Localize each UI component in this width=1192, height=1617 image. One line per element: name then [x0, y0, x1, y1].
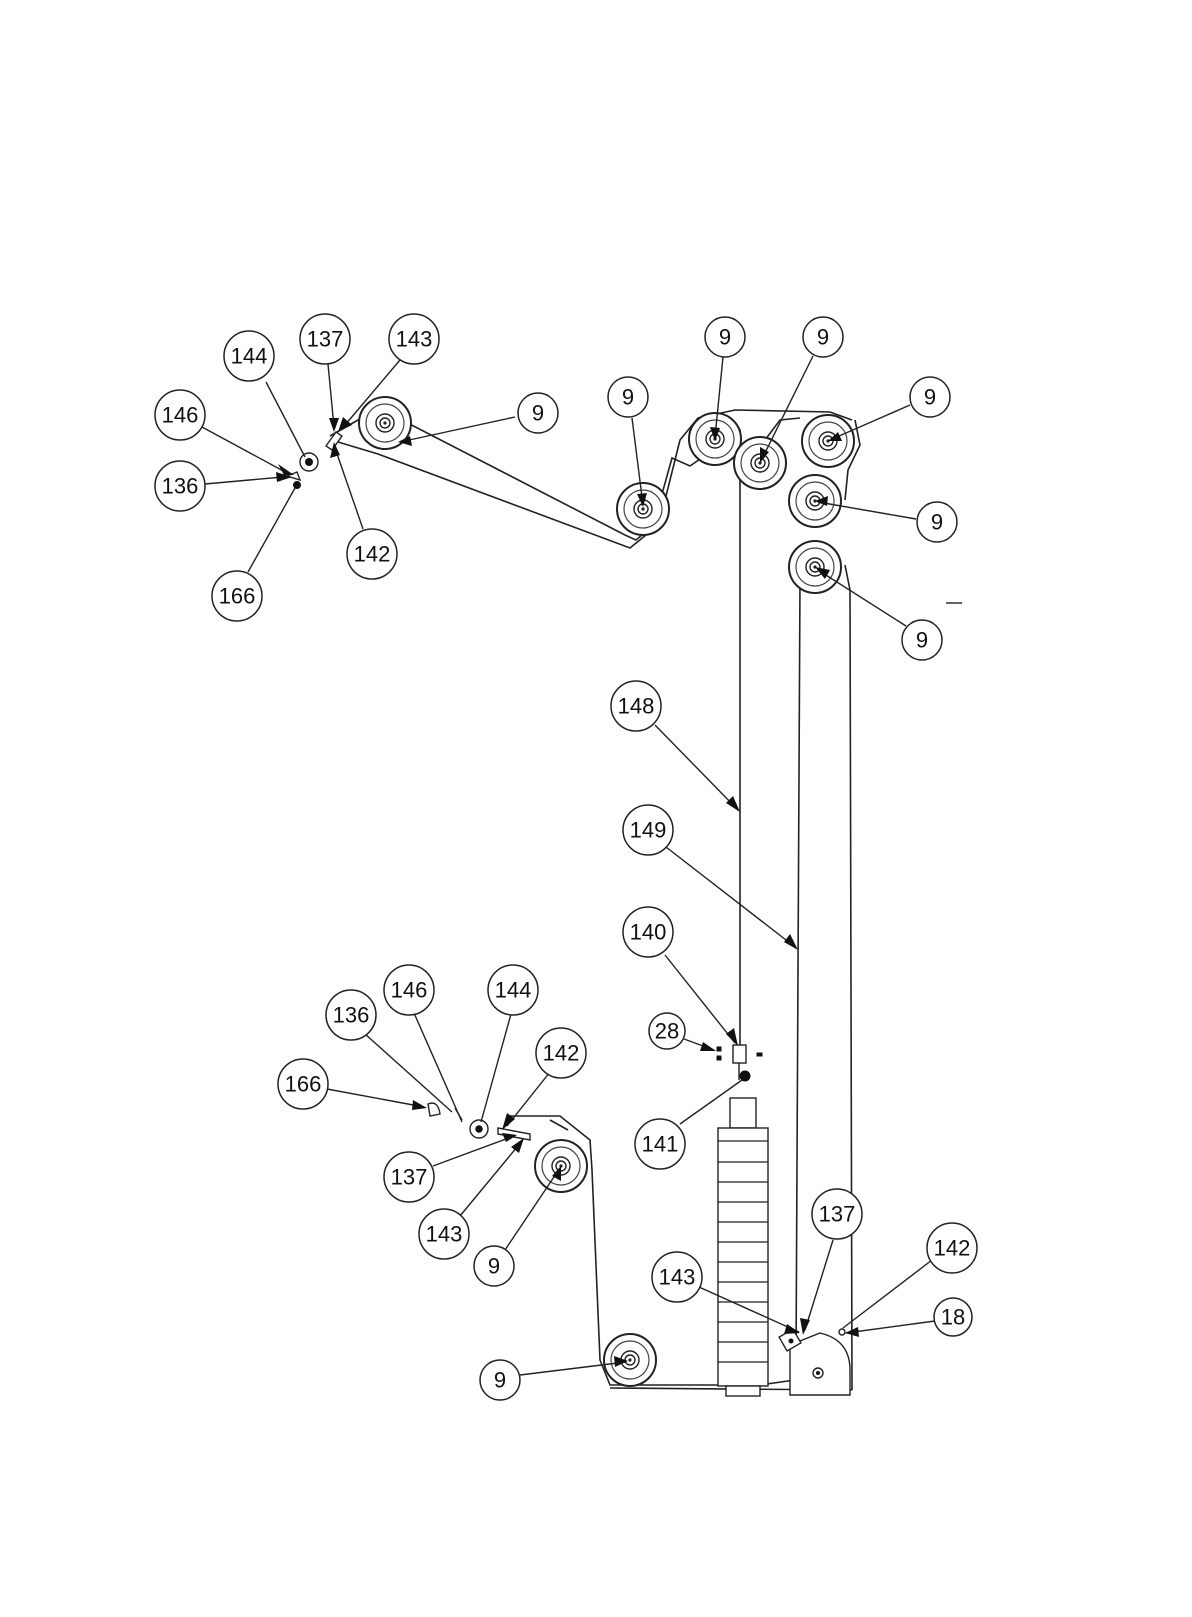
svg-text:136: 136 [333, 1003, 370, 1028]
callout-148: 148 [611, 681, 740, 812]
svg-text:141: 141 [642, 1132, 679, 1157]
svg-text:136: 136 [162, 474, 199, 499]
callout-137-top: 137 [300, 314, 350, 432]
weight-stack [718, 1098, 768, 1396]
svg-text:142: 142 [934, 1236, 971, 1261]
svg-text:143: 143 [426, 1222, 463, 1247]
callout-166-top: 166 [212, 488, 295, 621]
callout-136-bottom: 136 [326, 990, 452, 1112]
callout-142-bottom: 142 [502, 1028, 586, 1130]
callout-9-a: 9 [398, 393, 558, 446]
callout-9-g: 9 [815, 567, 942, 660]
svg-text:18: 18 [941, 1305, 965, 1330]
svg-text:9: 9 [494, 1368, 506, 1393]
svg-text:149: 149 [630, 818, 667, 843]
svg-text:9: 9 [622, 385, 634, 410]
svg-text:143: 143 [659, 1265, 696, 1290]
callout-144-top: 144 [224, 331, 305, 457]
svg-text:140: 140 [630, 920, 667, 945]
svg-text:166: 166 [219, 584, 256, 609]
svg-text:166: 166 [285, 1072, 322, 1097]
svg-text:9: 9 [488, 1254, 500, 1279]
bottom-right-housing [779, 1329, 850, 1395]
pulley-bottom-left-lower [604, 1334, 656, 1386]
svg-text:9: 9 [817, 325, 829, 350]
cable-148 [330, 410, 852, 1060]
svg-text:143: 143 [396, 327, 433, 352]
svg-text:9: 9 [916, 628, 928, 653]
svg-text:142: 142 [543, 1041, 580, 1066]
svg-text:144: 144 [495, 978, 532, 1003]
svg-text:9: 9 [532, 401, 544, 426]
callout-146-bottom: 146 [384, 965, 462, 1122]
svg-text:144: 144 [231, 344, 268, 369]
svg-text:148: 148 [618, 694, 655, 719]
top-handle-parts [287, 432, 342, 489]
callout-28: 28 [649, 1013, 716, 1051]
svg-text:142: 142 [354, 542, 391, 567]
callout-18: 18 [845, 1298, 972, 1337]
callout-142-top: 142 [330, 442, 397, 579]
callout-166-bottom: 166 [278, 1059, 427, 1110]
svg-text:137: 137 [307, 327, 344, 352]
svg-text:28: 28 [655, 1019, 679, 1044]
svg-text:146: 146 [162, 403, 199, 428]
svg-text:137: 137 [391, 1165, 428, 1190]
bottom-handle-parts [428, 1103, 530, 1140]
svg-text:146: 146 [391, 978, 428, 1003]
callout-137-right: 137 [800, 1189, 862, 1335]
svg-text:9: 9 [924, 385, 936, 410]
selector-bracket [717, 1045, 762, 1081]
callout-143-bottom: 143 [419, 1138, 524, 1259]
callout-136-top: 136 [155, 461, 292, 511]
svg-text:137: 137 [819, 1202, 856, 1227]
callout-137-bottom: 137 [384, 1133, 517, 1202]
pulley-top-mid-low [617, 483, 669, 535]
svg-text:9: 9 [931, 510, 943, 535]
svg-text:9: 9 [719, 325, 731, 350]
